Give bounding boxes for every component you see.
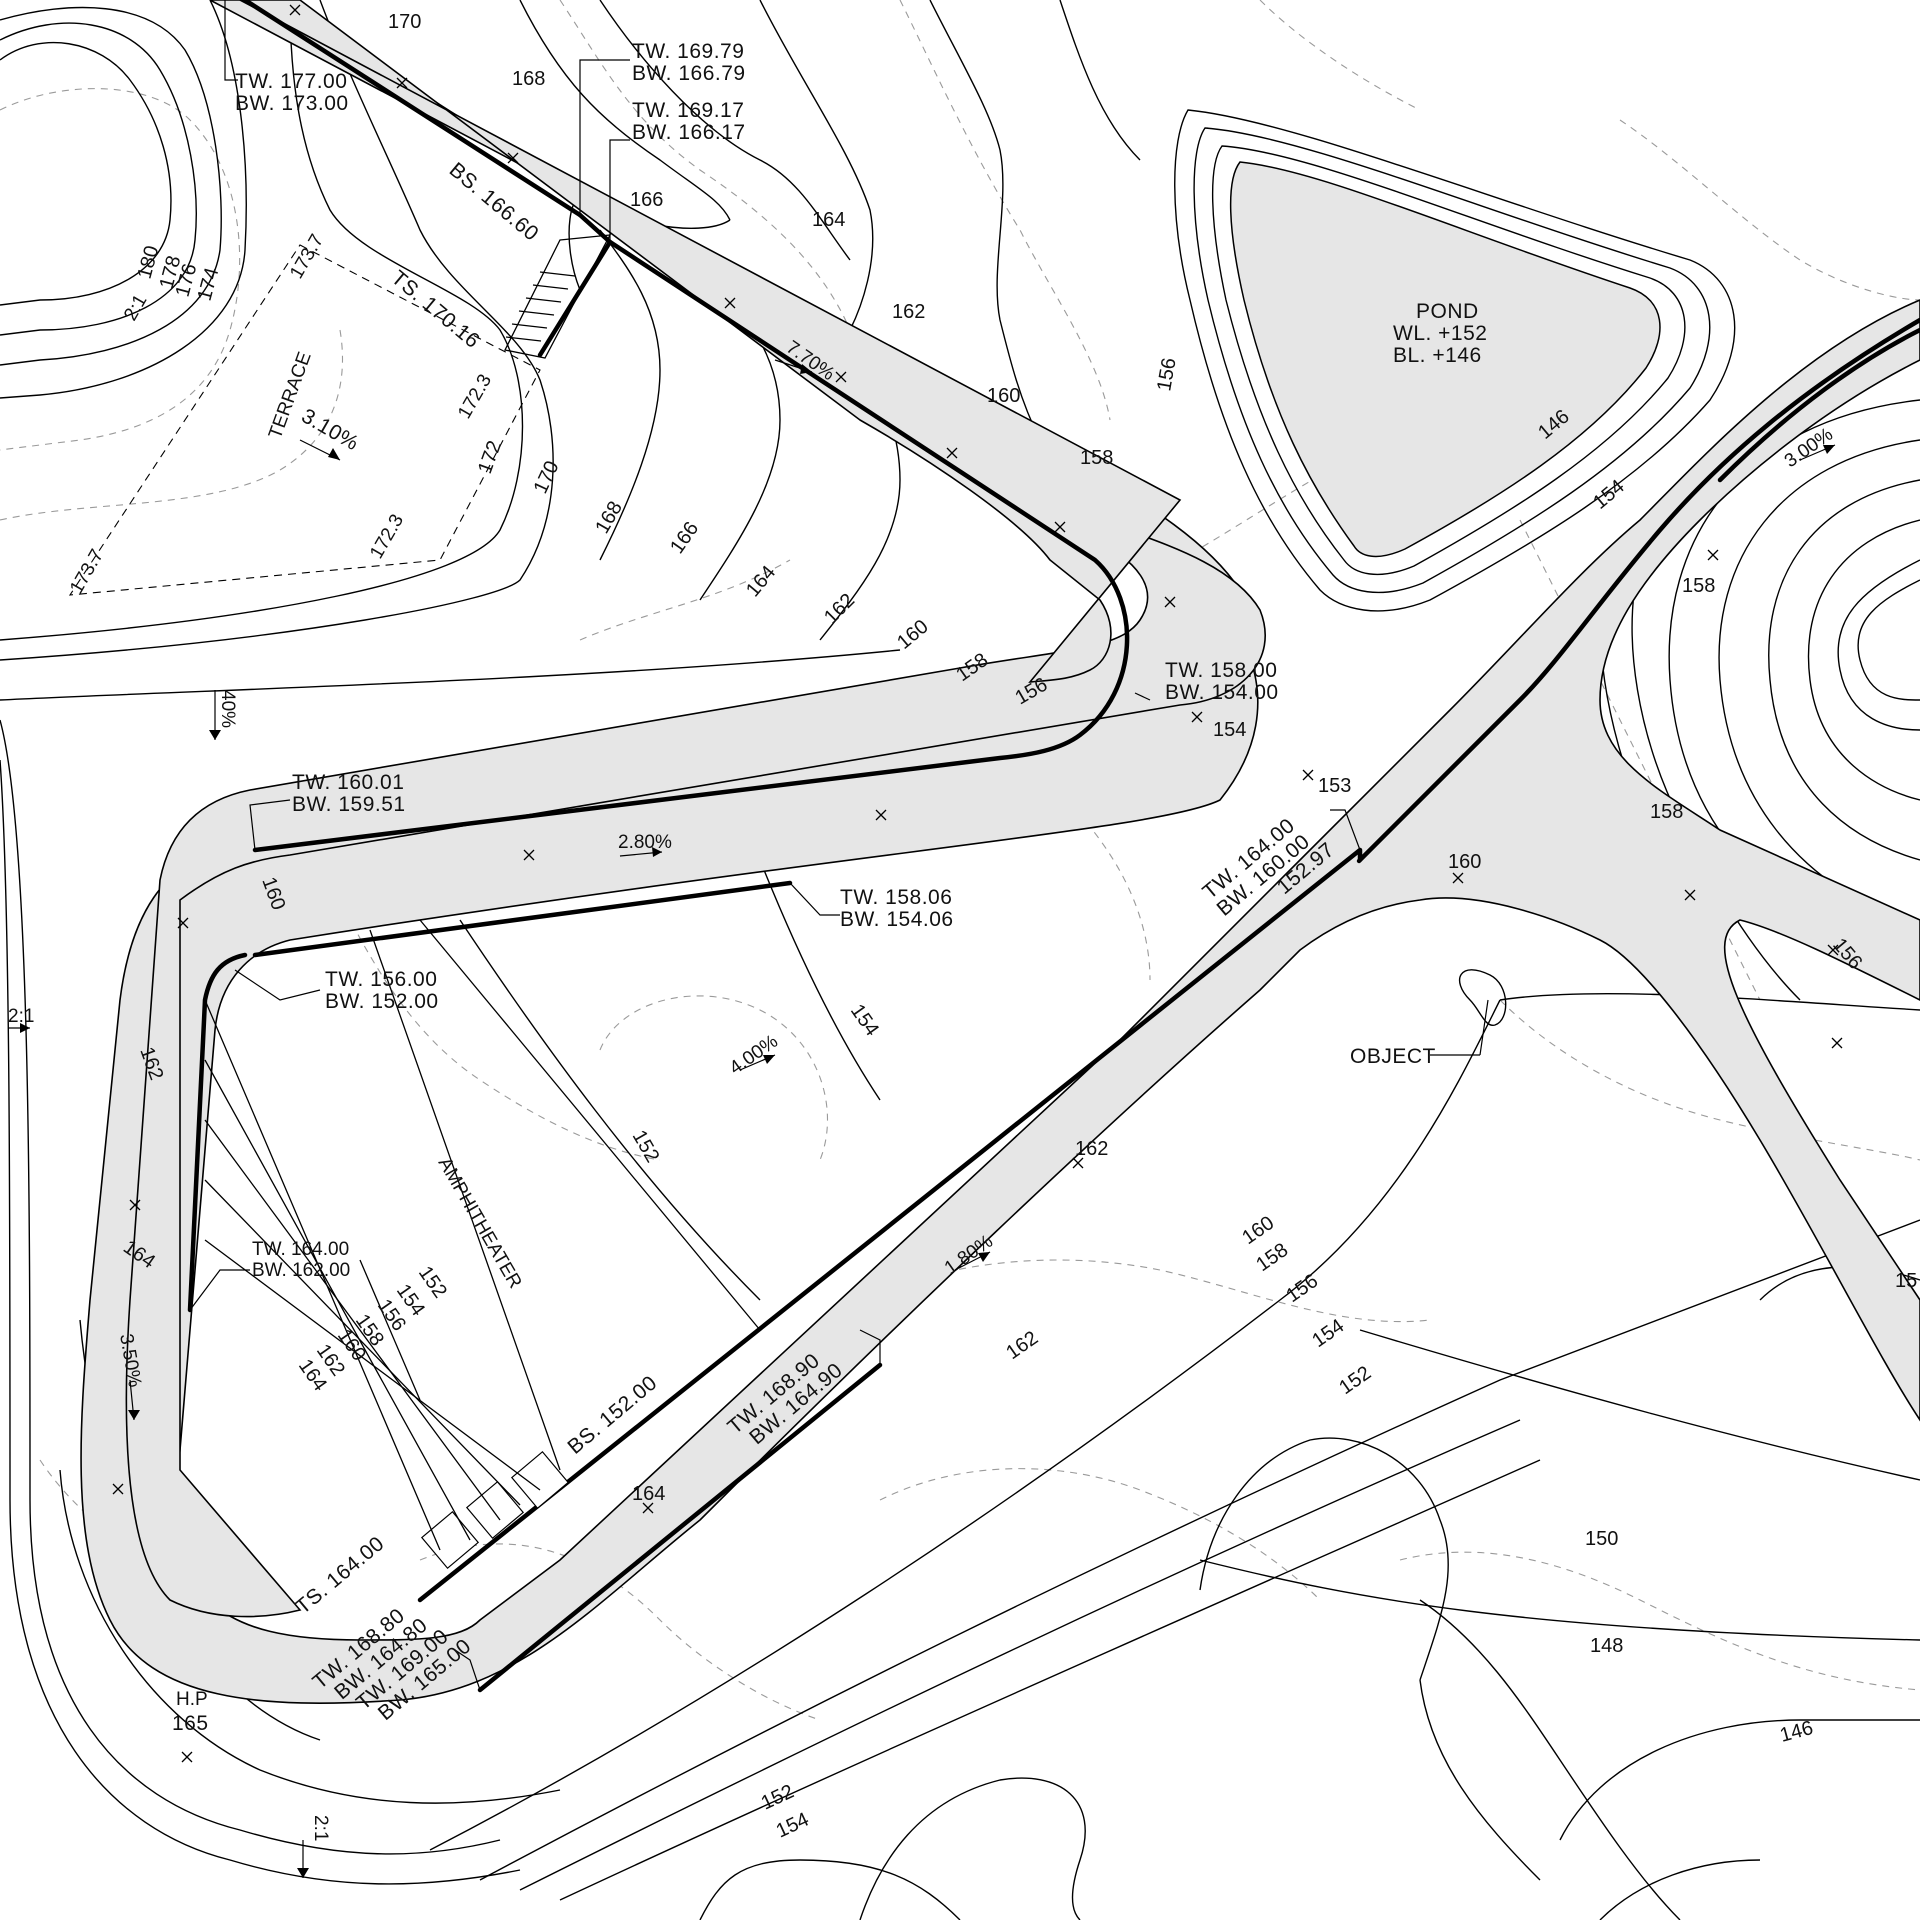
contour-label: 162 — [1002, 1327, 1042, 1364]
pond — [1174, 109, 1736, 612]
contour-label: 148 — [1590, 1635, 1623, 1657]
contour-label: 162 — [892, 301, 925, 323]
wall-6-tw: TW. 158.06 — [840, 886, 952, 909]
wall-7-tw: TW. 156.00 — [325, 968, 437, 991]
contour-label: 152 — [628, 1127, 664, 1167]
contour-label: 154 — [1213, 719, 1246, 741]
wall-5-tw: TW. 160.01 — [292, 771, 404, 794]
contour-label: 156 — [1282, 1270, 1322, 1307]
contour-label: 172 — [474, 438, 506, 477]
pond-bl: BL. +146 — [1393, 344, 1482, 367]
contour-label: 158 — [1080, 447, 1113, 469]
wall-2-tw: TW. 169.79 — [632, 40, 744, 63]
spot-markers — [112, 4, 1843, 1763]
contour-label: 146 — [1778, 1717, 1816, 1747]
existing-contours — [0, 0, 1920, 1721]
spot-4: 173.7 — [66, 546, 108, 598]
contour-label: 160 — [987, 385, 1020, 407]
slope-4: 2.80% — [618, 832, 672, 853]
contour-label: 156 — [1153, 356, 1180, 393]
wall-7-bw: BW. 152.00 — [325, 990, 439, 1013]
ratio-1: 2:1 — [120, 291, 151, 324]
contour-label: 160 — [1448, 851, 1481, 873]
contour-label: 166 — [630, 189, 663, 211]
pond-label: POND — [1416, 300, 1479, 323]
contour-label: 170 — [388, 11, 421, 33]
wall-3-bw: BW. 166.17 — [632, 121, 746, 144]
ts-top: TS. 170.16 — [387, 266, 484, 353]
contour-label: 164 — [812, 209, 845, 231]
pond-wl: WL. +152 — [1393, 322, 1487, 345]
contour-label: 153 — [1318, 775, 1351, 797]
contour-label: 162 — [1075, 1138, 1108, 1160]
wall-5-bw: BW. 159.51 — [292, 793, 406, 816]
contour-label: 166 — [666, 518, 703, 558]
spot-3: 172.3 — [366, 511, 408, 563]
amphitheater-label: AMPHITHEATER — [434, 1154, 526, 1292]
contour-label: 150 — [1585, 1528, 1618, 1550]
leader-lines — [189, 0, 1361, 1691]
wall-9-bw: BW. 162.00 — [252, 1260, 350, 1281]
contour-label: 158 — [1682, 575, 1715, 597]
slope-2: 3.10% — [298, 404, 363, 455]
contour-label: 15 — [1895, 1270, 1917, 1292]
wall-4-bw: BW. 154.00 — [1165, 681, 1279, 704]
contour-label: 154 — [773, 1808, 813, 1842]
contour-label: 152 — [1335, 1362, 1375, 1399]
contour-label: 158 — [1650, 801, 1683, 823]
contour-label: 154 — [846, 1000, 883, 1040]
slope-arrows — [128, 359, 1836, 1421]
contour-label: 168 — [591, 498, 627, 538]
ts-bottom: TS. 164.00 — [291, 1532, 388, 1619]
contour-label: 160 — [893, 616, 933, 654]
contour-label: 154 — [1589, 476, 1629, 514]
spot-2: 172.3 — [454, 371, 496, 423]
ratio-3: 2:1 — [310, 1815, 331, 1841]
terrace-boundary — [68, 244, 541, 596]
wall-1-tw: TW. 177.00 — [235, 70, 347, 93]
wall-3-tw: TW. 169.17 — [632, 99, 744, 122]
high-point-value: 165 — [172, 1712, 209, 1735]
contour-label: 152 — [758, 1780, 798, 1814]
wall-4-tw: TW. 158.00 — [1165, 659, 1277, 682]
retaining-walls — [187, 0, 1920, 1693]
path-fills — [239, 0, 1182, 683]
contour-label: 164 — [742, 562, 780, 602]
contour-label: 168 — [512, 68, 545, 90]
object-outline — [1459, 969, 1507, 1026]
wall-9-tw: TW. 164.00 — [252, 1239, 349, 1260]
ratio-2: 2:1 — [8, 1006, 34, 1027]
paths — [80, 0, 1920, 1704]
contour-label: 154 — [1308, 1315, 1348, 1352]
contour-label: 170 — [530, 458, 564, 498]
wall-6-bw: BW. 154.06 — [840, 908, 954, 931]
wall-1-bw: BW. 173.00 — [235, 92, 349, 115]
contour-label: 158 — [1252, 1239, 1292, 1276]
contour-label: 162 — [820, 589, 859, 628]
slope-3: 40% — [217, 690, 238, 728]
object-label: OBJECT — [1350, 1045, 1436, 1068]
wall-2-bw: BW. 166.79 — [632, 62, 746, 85]
stairs-bottom — [204, 919, 761, 1570]
contour-label: 164 — [632, 1483, 665, 1505]
high-point-label: H.P — [176, 1689, 208, 1710]
